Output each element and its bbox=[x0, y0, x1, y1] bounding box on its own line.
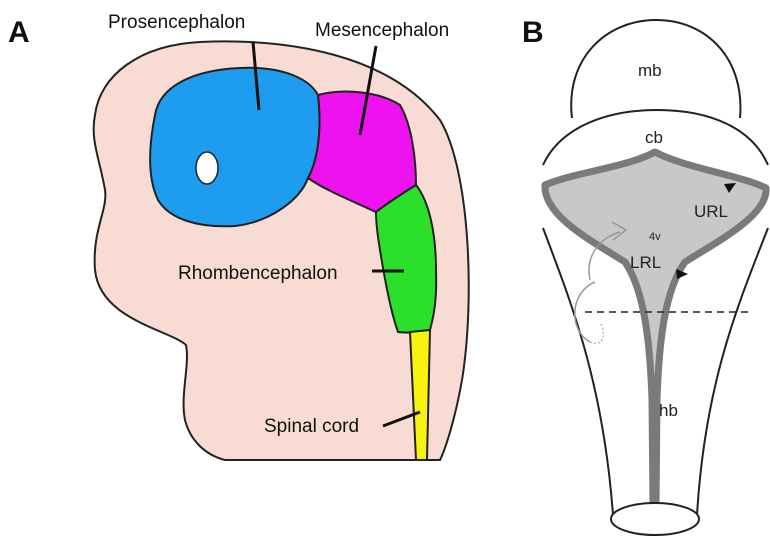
panel-a-letter: A bbox=[8, 16, 30, 49]
migration-arrow-dotted bbox=[590, 322, 603, 343]
url-label: URL bbox=[694, 202, 728, 221]
mesencephalon-label: Mesencephalon bbox=[315, 20, 449, 41]
cb-label: cb bbox=[645, 128, 663, 147]
panel-b-letter: B bbox=[522, 16, 544, 49]
fourth-ventricle-label: 4v bbox=[649, 231, 661, 243]
spinal-cord-label: Spinal cord bbox=[264, 416, 359, 437]
lrl-label: LRL bbox=[630, 253, 661, 272]
panel-a: A Prosencephalon Mesencephalon Rhombence… bbox=[8, 12, 469, 460]
hindbrain-base bbox=[611, 503, 699, 535]
hb-label: hb bbox=[659, 401, 678, 420]
prosencephalon-label: Prosencephalon bbox=[108, 12, 245, 33]
optic-vesicle bbox=[196, 152, 218, 184]
panel-b: B mb cb URL 4v LRL hb bbox=[522, 16, 768, 535]
rhombencephalon-label: Rhombencephalon bbox=[178, 263, 338, 284]
mb-label: mb bbox=[638, 61, 662, 80]
